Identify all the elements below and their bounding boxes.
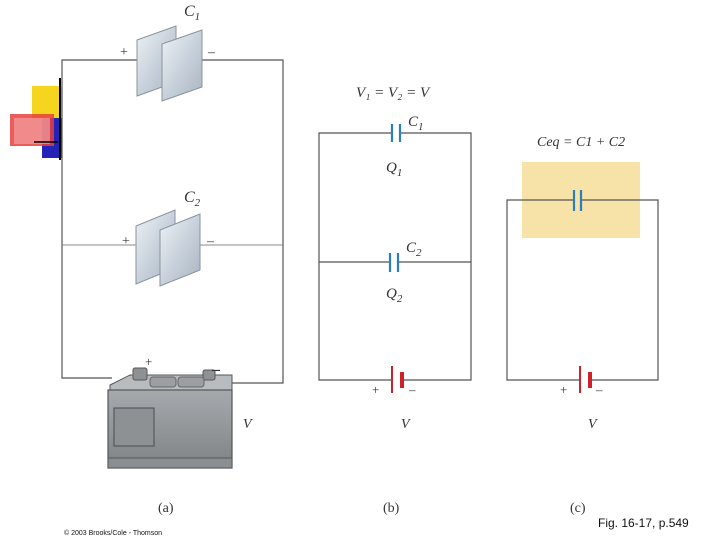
panel-c-equation: Ceq = C1 + C2 <box>537 135 625 150</box>
panel-b-c2-label: C2 <box>406 240 422 259</box>
deco-yellow-square <box>32 86 62 118</box>
slide-decoration <box>10 78 62 160</box>
panel-b-voltage-label: V <box>401 417 411 432</box>
panel-b-top-left-wire <box>318 132 391 381</box>
panel-b-capacitor-c1 <box>390 124 402 142</box>
panel-b-capacitor-c2 <box>388 253 400 272</box>
panel-c-battery-plus: + <box>560 382 567 397</box>
panel-b: V₁ = V₂ = V C1 Q1 C2 Q2 + – V (b) <box>318 85 472 516</box>
panel-b-top-right-wire <box>401 132 472 381</box>
panel-a-c2-plus: + <box>122 234 130 249</box>
panel-b-c1-label: C1 <box>408 114 424 133</box>
panel-c-voltage-label: V <box>588 417 598 432</box>
panel-b-battery-plus: + <box>372 382 379 397</box>
panel-a-battery-plus: + <box>145 354 152 369</box>
capacitor-c1-plates <box>136 25 203 102</box>
panel-a: + – C1 + – C2 + – V (a) <box>61 3 284 516</box>
panel-a-battery-minus: – <box>211 361 221 378</box>
panel-c: Ceq = C1 + C2 + – V (c) <box>506 135 659 516</box>
panel-a-label: (a) <box>158 501 174 516</box>
panel-c-battery-minus: – <box>595 382 603 397</box>
panel-b-battery-symbol <box>391 366 404 393</box>
panel-c-label: (c) <box>570 501 586 516</box>
car-battery-illustration <box>107 367 233 469</box>
panel-c-battery-symbol <box>579 366 592 393</box>
panel-a-left-wire <box>61 59 143 379</box>
panel-b-equation: V₁ = V₂ = V <box>356 85 431 101</box>
deco-pink-square <box>14 118 50 144</box>
panel-a-c1-plus: + <box>120 45 128 60</box>
panel-b-q2-label: Q2 <box>386 286 403 305</box>
panel-b-battery-minus: – <box>408 382 416 397</box>
panel-a-c1-label: C1 <box>184 3 200 23</box>
panel-a-voltage-label: V <box>243 417 253 432</box>
panel-a-right-wire <box>185 59 284 384</box>
figure-caption: Fig. 16-17, p.549 <box>598 516 689 530</box>
panel-b-q1-label: Q1 <box>386 160 402 179</box>
copyright-text: © 2003 Brooks/Cole - Thomson <box>64 529 162 537</box>
panel-a-c2-label: C2 <box>184 189 201 209</box>
capacitor-c2-plates <box>135 209 201 287</box>
panel-c-left-wire <box>506 199 580 381</box>
panel-a-c2-minus: – <box>206 234 215 249</box>
panel-c-equivalent-capacitor <box>572 190 583 211</box>
panel-c-right-wire <box>582 199 659 381</box>
panel-b-label: (b) <box>383 501 400 516</box>
panel-a-c1-minus: – <box>207 45 216 60</box>
